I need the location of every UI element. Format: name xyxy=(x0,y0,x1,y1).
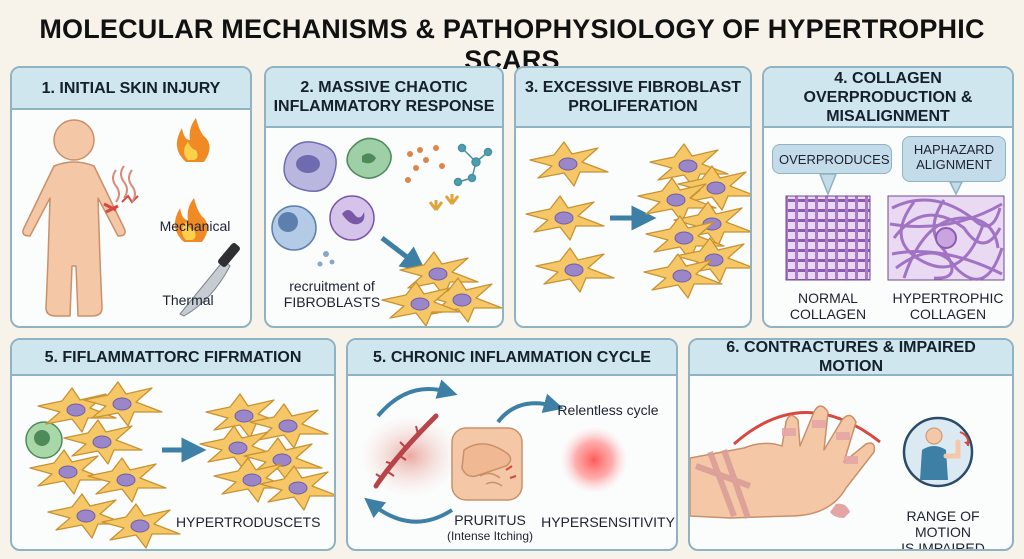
macrophage-icon xyxy=(271,205,317,251)
panel-heading: 1. INITIAL SKIN INJURY xyxy=(12,68,250,110)
normal-collagen-label: NORMAL COLLAGEN xyxy=(778,290,878,322)
panel-heading: 4. COLLAGEN OVERPRODUCTION & MISALIGNMEN… xyxy=(764,68,1012,128)
immune-cell-icon xyxy=(346,137,392,179)
fibroblast-icon xyxy=(535,247,615,293)
hypertroduscets-label: HYPERTRODUSCETS xyxy=(176,514,321,530)
thermal-label: Thermal xyxy=(162,292,214,308)
cycle-arrow-icon xyxy=(376,379,458,418)
contracted-hand-icon xyxy=(690,405,876,519)
haphazard-bubble: HAPHAZARD ALIGNMENT xyxy=(902,136,1006,182)
fire-icon xyxy=(174,198,208,242)
panel-heading: 2. MASSIVE CHAOTIC INFLAMMATORY RESPONSE xyxy=(266,68,502,128)
page-title: MOLECULAR MECHANISMS & PATHOPHYSIOLOGY O… xyxy=(39,14,985,75)
panel-heading: 5. FIFLAMMATTORC FIFRMATION xyxy=(12,340,334,376)
inflammation-cycle-illustration xyxy=(358,379,628,524)
human-figure-icon xyxy=(22,119,139,317)
panel-fibroblast-proliferation: 3. EXCESSIVE FIBROBLAST PROLIFERATION xyxy=(514,66,752,328)
hypertrophic-collagen-icon xyxy=(887,195,1005,281)
mechanical-label: Mechanical xyxy=(159,218,231,234)
fibroblast-icon xyxy=(47,493,127,539)
hypertrophic-collagen-line-2: COLLAGEN xyxy=(909,306,987,322)
panel-contractures: 6. CONTRACTURES & IMPAIRED MOTION xyxy=(688,338,1014,551)
fibroblast-proliferation-illustration xyxy=(525,141,750,299)
hypertrophic-collagen-line-1: HYPERTROPHIC xyxy=(892,290,1004,306)
immune-cell-icon xyxy=(283,141,337,192)
normal-collagen-line-1: NORMAL xyxy=(798,290,858,306)
panel-collagen-overproduction: 4. COLLAGEN OVERPRODUCTION & MISALIGNMEN… xyxy=(762,66,1014,328)
knife-icon xyxy=(179,243,240,317)
panel-inflammatory-response: 2. MASSIVE CHAOTIC INFLAMMATORY RESPONSE xyxy=(264,66,504,328)
cycle-arrow-icon xyxy=(496,393,564,424)
panel-heading: 6. CONTRACTURES & IMPAIRED MOTION xyxy=(690,340,1012,376)
fibroblast-icon xyxy=(101,503,181,549)
panel-initial-skin-injury: 1. INITIAL SKIN INJURY xyxy=(10,66,252,328)
hypersensitivity-icon xyxy=(560,426,628,494)
pruritus-title: PRURITUS xyxy=(454,512,526,528)
fibroblast-icon xyxy=(525,195,605,241)
inflammatory-cells-illustration xyxy=(271,137,502,326)
panel-heading: 3. EXCESSIVE FIBROBLAST PROLIFERATION xyxy=(516,68,750,128)
pruritus-subtitle: (Intense Itching) xyxy=(446,529,534,543)
recruitment-line-2: FIBROBLASTS xyxy=(283,294,381,310)
range-of-motion-line-2: IS IMPAIRED xyxy=(901,540,985,551)
immune-cell-icon xyxy=(25,421,63,459)
normal-collagen-icon xyxy=(785,195,871,281)
heat-waves-icon xyxy=(112,165,136,203)
fire-icon xyxy=(176,118,210,162)
recruitment-label: recruitment of FIBROBLASTS xyxy=(272,278,392,310)
antibody-icon xyxy=(428,194,460,211)
fibroblast-formation-illustration xyxy=(25,381,334,549)
overproduces-bubble: OVERPRODUCES xyxy=(772,144,892,174)
skin-injury-illustration xyxy=(22,118,240,317)
recruitment-line-1: recruitment of xyxy=(289,278,375,294)
panel-heading: 5. CHRONIC INFLAMMATION CYCLE xyxy=(348,340,676,376)
contracture-illustration xyxy=(690,405,974,519)
panel-fiflammattorc-fifrmation: 5. FIFLAMMATTORC FIFRMATION HYPERTRODUSC… xyxy=(10,338,336,551)
scar-icon xyxy=(373,413,439,489)
itching-hand-icon xyxy=(451,427,523,501)
fibroblast-icon xyxy=(83,381,163,427)
pruritus-label: PRURITUS (Intense Itching) xyxy=(430,512,550,544)
fibroblast-icon xyxy=(63,419,143,465)
normal-collagen-line-2: COLLAGEN xyxy=(789,306,867,322)
collagen-comparison-illustration xyxy=(785,173,1005,281)
fibroblast-icon xyxy=(643,253,723,299)
cycle-arrow-icon xyxy=(364,497,454,524)
fibroblast-icon xyxy=(529,141,609,187)
range-of-motion-label: RANGE OF MOTION IS IMPAIRED xyxy=(878,508,1008,551)
arrow-icon xyxy=(380,236,426,272)
cytokine-icon xyxy=(405,145,445,183)
range-arc-icon xyxy=(733,411,881,446)
range-of-motion-line-1: RANGE OF MOTION xyxy=(906,508,980,540)
hypersensitivity-label: HYPERSENSITIVITY xyxy=(541,514,675,530)
molecule-network-icon xyxy=(453,143,493,187)
panel-chronic-inflammation-cycle: 5. CHRONIC INFLAMMATION CYCLE xyxy=(346,338,678,551)
relentless-cycle-label: Relentless cycle xyxy=(557,402,659,418)
hypertrophic-collagen-label: HYPERTROPHIC COLLAGEN xyxy=(886,290,1010,322)
neutrophil-icon xyxy=(329,195,375,241)
impaired-motion-icon xyxy=(902,416,974,488)
